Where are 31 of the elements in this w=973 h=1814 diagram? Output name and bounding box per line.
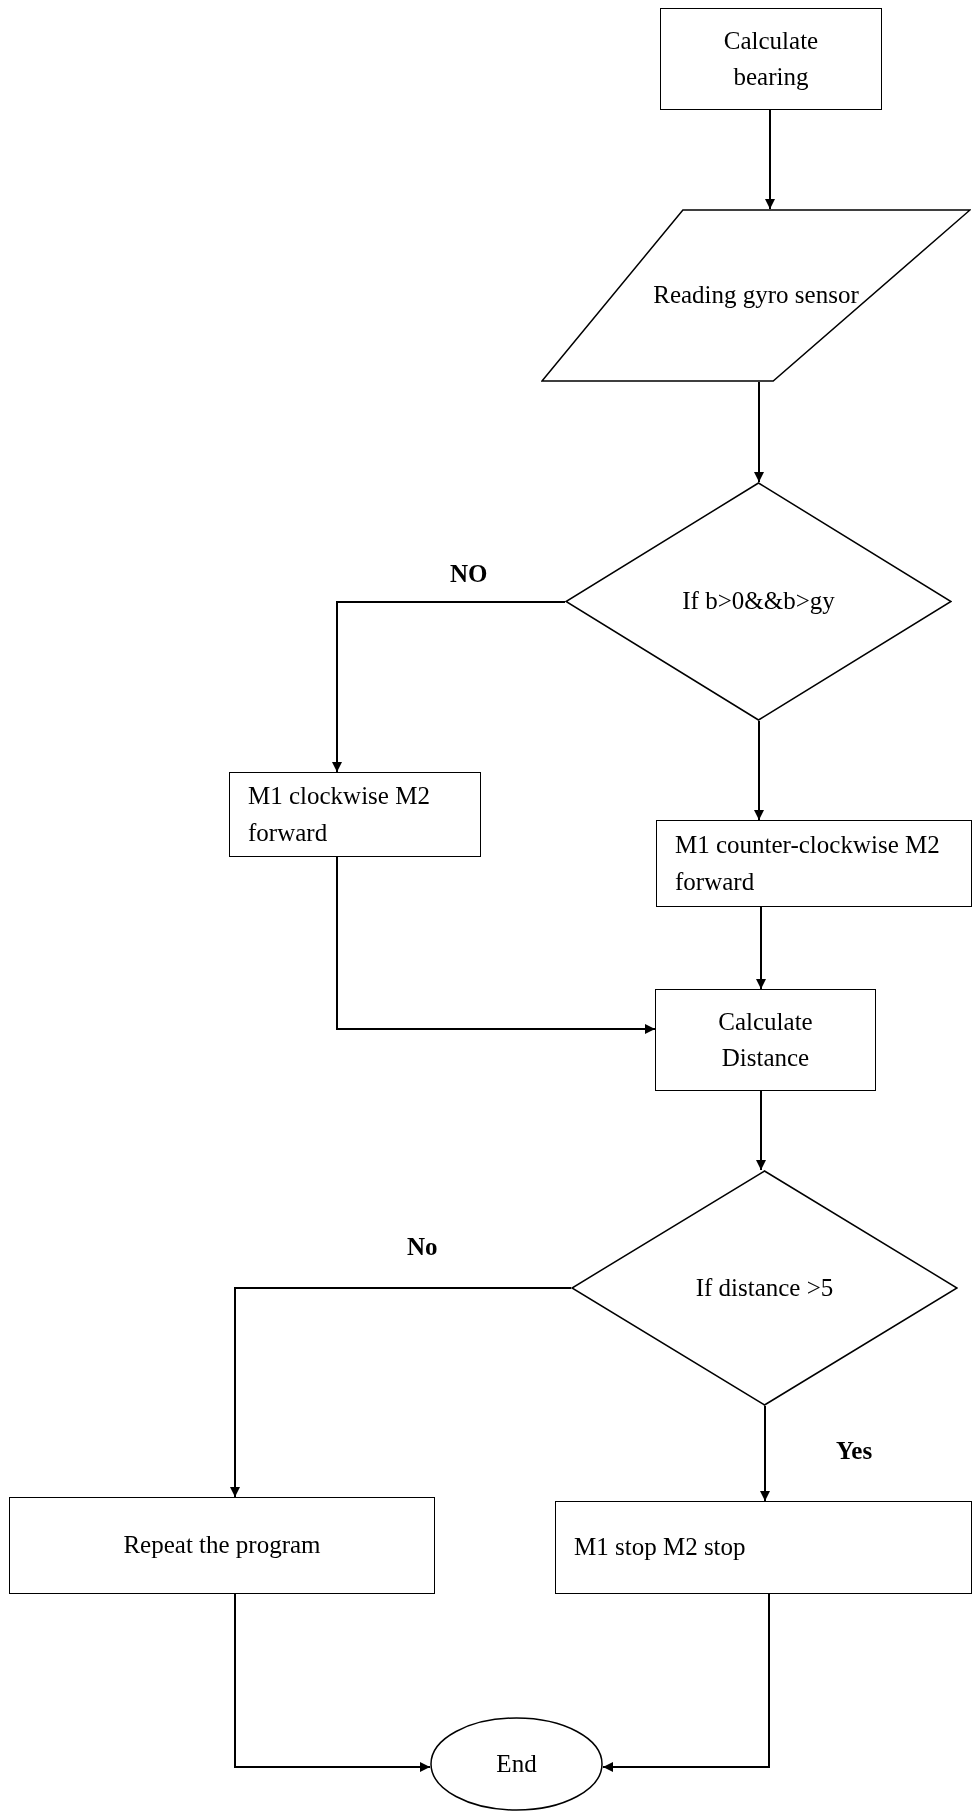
- decision-diamond: [571, 1170, 958, 1406]
- terminal-ellipse: [430, 1717, 603, 1811]
- node-label: If distance >5: [695, 1272, 834, 1303]
- decision-diamond: [565, 482, 952, 721]
- node-label: M1 counter-clockwise M2 forward: [675, 830, 941, 897]
- node-label: Calculate Distance: [717, 1006, 814, 1073]
- node-label: End: [496, 1748, 537, 1779]
- arrow: [756, 906, 766, 990]
- node-label: Reading gyro sensor: [653, 280, 859, 311]
- process-box: [555, 1501, 972, 1594]
- node-label: M1 stop M2 stop: [574, 1532, 746, 1563]
- process-box: [660, 8, 882, 110]
- arrow: [234, 1593, 431, 1772]
- arrow: [336, 856, 656, 1034]
- node-label: Repeat the program: [123, 1530, 321, 1561]
- input-parallelogram: [541, 209, 971, 382]
- process-box: [9, 1497, 435, 1594]
- process-box: [656, 820, 972, 907]
- node-label: If b>0&&b>gy: [682, 586, 835, 617]
- arrow: [602, 1593, 770, 1772]
- node-label: Calculate bearing: [722, 25, 820, 92]
- arrow: [230, 1287, 572, 1498]
- arrow: [756, 1090, 766, 1171]
- arrow: [760, 1405, 770, 1502]
- arrow: [765, 109, 775, 210]
- process-box: [229, 772, 481, 857]
- arrow: [332, 601, 566, 773]
- arrow: [754, 381, 764, 483]
- node-label: M1 clockwise M2 forward: [248, 781, 431, 848]
- process-box: [655, 989, 876, 1091]
- arrow: [754, 720, 764, 821]
